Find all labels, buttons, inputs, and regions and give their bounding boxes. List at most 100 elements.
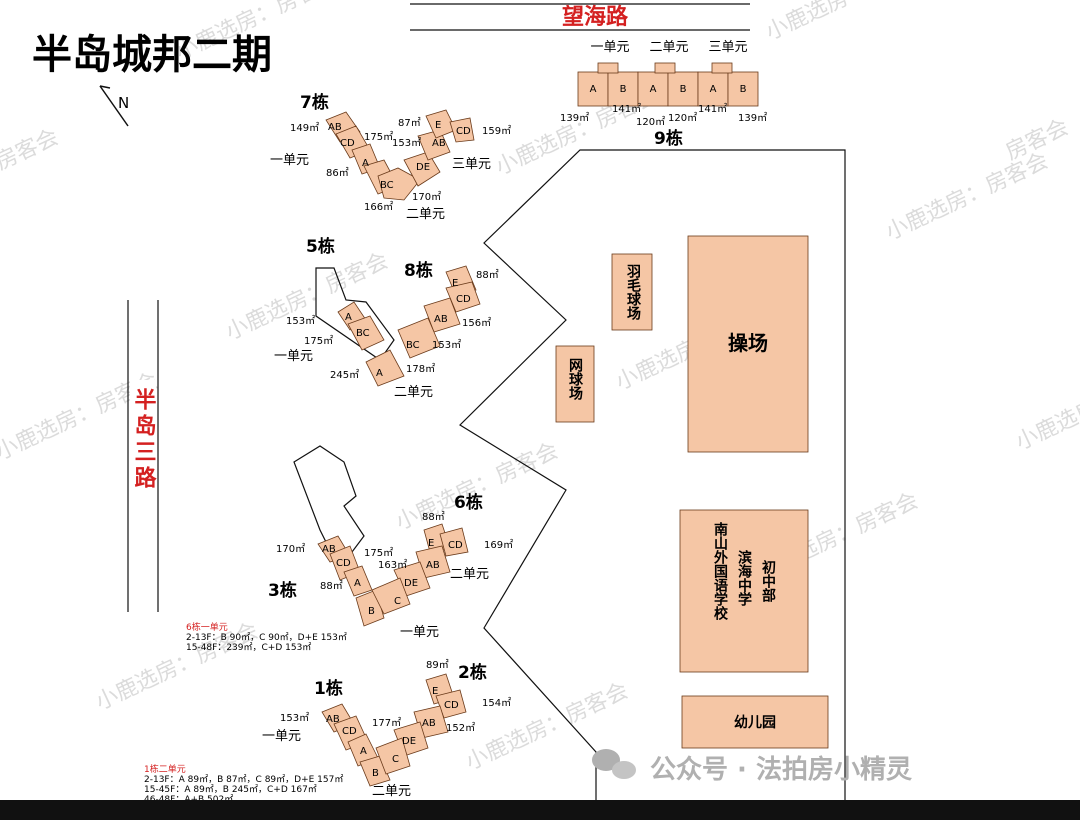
- building-label: 5栋: [306, 236, 335, 257]
- school-name: 南山外国语学校: [712, 521, 728, 621]
- unit-label: 三单元: [452, 157, 491, 172]
- facility-playground: 操场: [687, 235, 809, 453]
- watermark: 房客会: [0, 125, 62, 176]
- area-label: 175㎡: [304, 335, 333, 347]
- school-boundary: [459, 149, 846, 805]
- apt-label: CD: [456, 294, 471, 305]
- facility-kindergarten: 幼儿园: [681, 695, 829, 749]
- building-label: 2栋: [458, 662, 487, 683]
- apt-label: BC: [356, 328, 370, 339]
- area-label: 88㎡: [422, 511, 445, 523]
- facility-label: 羽毛球场: [625, 264, 641, 321]
- building-6: 6栋 E CD AB DE C 88㎡ 169㎡ 163㎡ 二单元: [371, 492, 513, 615]
- watermark: 小鹿选房：房客会: [392, 438, 562, 535]
- apt-label: BC: [406, 340, 420, 351]
- apt-label: E: [432, 686, 438, 697]
- building-label: 1栋: [314, 678, 343, 699]
- apt-label: A: [345, 312, 352, 323]
- apt-label: B: [740, 84, 747, 95]
- note-line: 15-45F：A 89㎡，B 245㎡，C+D 167㎡: [144, 784, 317, 795]
- building-7: 7栋 AB CD A BC DE AB E CD 149㎡ 175㎡ 86㎡ 1…: [270, 92, 511, 222]
- note-line: 2-13F：A 89㎡，B 87㎡，C 89㎡，D+E 157㎡: [144, 774, 343, 785]
- wechat-footer: 公众号 · 法拍房小精灵: [592, 749, 912, 785]
- building-8: 8栋 E CD AB BC A 88㎡ 156㎡ 153㎡ 178㎡ 二单元: [365, 260, 499, 400]
- unit-label: 一单元: [274, 349, 313, 364]
- building-label: 6栋: [454, 492, 483, 513]
- school-name: 初中部: [760, 559, 776, 603]
- apt-label: CD: [444, 700, 459, 711]
- apt-label: BC: [380, 180, 394, 191]
- area-label: 156㎡: [462, 317, 491, 329]
- apt-label: A: [376, 368, 383, 379]
- area-label: 89㎡: [426, 659, 449, 671]
- apt-label: AB: [426, 560, 440, 571]
- building-2: 2栋 E CD AB DE C 89㎡ 154㎡ 152㎡: [375, 659, 511, 775]
- apt-label: AB: [322, 544, 336, 555]
- apt-label: CD: [336, 558, 351, 569]
- note-title: 1栋二单元: [144, 763, 186, 775]
- building-label: 7栋: [300, 92, 329, 113]
- unit-label: 二单元: [649, 40, 688, 55]
- unit-label: 一单元: [590, 40, 629, 55]
- area-label: 153㎡: [392, 137, 421, 149]
- footer-text: 公众号 · 法拍房小精灵: [650, 755, 912, 785]
- wechat-icon: [592, 749, 636, 779]
- apt-label: AB: [422, 718, 436, 729]
- apt-label: DE: [404, 578, 418, 589]
- unit-label: 二单元: [450, 567, 489, 582]
- apt-label: DE: [416, 162, 430, 173]
- area-label: 153㎡: [286, 315, 315, 327]
- apt-label: A: [354, 578, 361, 589]
- area-label: 149㎡: [290, 122, 319, 134]
- apt-label: C: [394, 596, 401, 607]
- note-b6: 6栋一单元 2-13F：B 90㎡，C 90㎡，D+E 153㎡ 15-48F：…: [186, 621, 347, 653]
- area-label: 153㎡: [432, 339, 461, 351]
- area-label: 177㎡: [372, 717, 401, 729]
- area-label: 178㎡: [406, 363, 435, 375]
- area-label: 170㎡: [412, 191, 441, 203]
- building-label: 9栋: [654, 128, 683, 149]
- area-label: 245㎡: [330, 369, 359, 381]
- apt-label: AB: [434, 314, 448, 325]
- facility-tennis: 网球场: [555, 345, 595, 423]
- apt-label: C: [392, 754, 399, 765]
- facility-label: 网球场: [567, 358, 583, 401]
- road-left: 半岛三路: [127, 300, 159, 612]
- unit-label: 三单元: [708, 40, 747, 55]
- area-label: 88㎡: [320, 580, 343, 592]
- area-label: 139㎡: [738, 112, 767, 124]
- school-name: 滨海中学: [736, 549, 752, 607]
- note-line: 46-48F：A+B 502㎡: [144, 794, 233, 805]
- apt-label: A: [650, 84, 657, 95]
- unit-label: 一单元: [270, 153, 309, 168]
- apt-label: A: [360, 746, 367, 757]
- note-b1: 1栋二单元 2-13F：A 89㎡，B 87㎡，C 89㎡，D+E 157㎡ 1…: [144, 763, 343, 805]
- area-label: 166㎡: [364, 201, 393, 213]
- area-label: 88㎡: [476, 269, 499, 281]
- area-label: 87㎡: [398, 117, 421, 129]
- building-9: 一单元 二单元 三单元 A B A B A B 139㎡ 141㎡ 120㎡ 1…: [560, 40, 767, 149]
- area-label: 169㎡: [484, 539, 513, 551]
- building-3: AB CD A B 170㎡ 175㎡ 88㎡ 3栋 一单元: [268, 445, 439, 640]
- area-label: 175㎡: [364, 547, 393, 559]
- road-label-wanghai: 望海路: [562, 4, 629, 30]
- apt-label: E: [428, 538, 434, 549]
- facility-label: 操场: [728, 331, 768, 355]
- north-arrow-icon: [99, 85, 129, 127]
- apt-label: AB: [326, 714, 340, 725]
- apt-label: AB: [328, 122, 342, 133]
- unit-label: 二单元: [394, 385, 433, 400]
- apt-label: E: [435, 120, 441, 131]
- area-label: 170㎡: [276, 543, 305, 555]
- apt-label: B: [620, 84, 627, 95]
- area-label: 86㎡: [326, 167, 349, 179]
- area-label: 154㎡: [482, 697, 511, 709]
- note-line: 2-13F：B 90㎡，C 90㎡，D+E 153㎡: [186, 632, 347, 643]
- unit-label: 二单元: [406, 207, 445, 222]
- watermark: 小鹿选房: [762, 0, 852, 45]
- apt-label: DE: [402, 736, 416, 747]
- apt-label: A: [590, 84, 597, 95]
- unit-label: 二单元: [372, 784, 411, 799]
- watermark: 小鹿选房：房客会: [882, 148, 1052, 245]
